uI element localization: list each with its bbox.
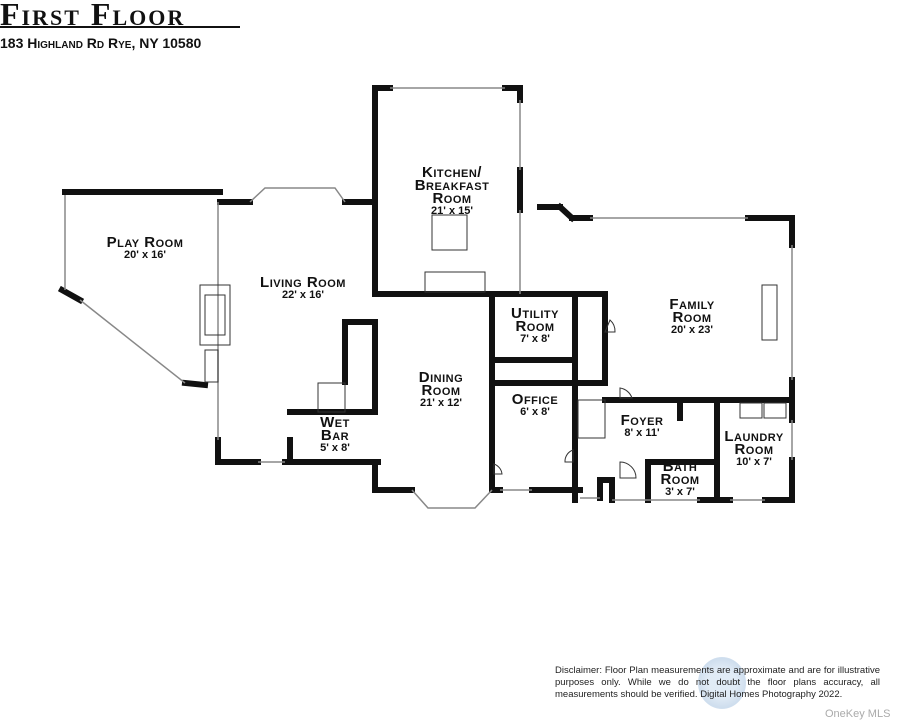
room-living-room: Living Room 22' x 16'	[260, 274, 346, 302]
room-name: Laundry Room	[724, 428, 784, 458]
watermark: OneKey MLS	[825, 708, 891, 720]
room-size: 20' x 23'	[671, 324, 713, 336]
room-name: Living Room	[260, 274, 346, 291]
room-size: 3' x 7'	[665, 486, 695, 498]
room-size: 10' x 7'	[736, 456, 772, 468]
room-name: Utility Room	[511, 305, 559, 335]
room-size: 8' x 11'	[624, 427, 660, 439]
room-size: 6' x 8'	[520, 406, 550, 418]
room-name: Foyer	[620, 412, 664, 429]
room-size: 22' x 16'	[282, 289, 324, 301]
room-size: 7' x 8'	[520, 333, 550, 345]
room-play-room: Play Room 20' x 16'	[106, 234, 184, 262]
room-foyer: Foyer 8' x 11'	[620, 412, 664, 440]
room-utility-room: Utility Room 7' x 8'	[495, 305, 575, 346]
room-size: 20' x 16'	[124, 249, 166, 261]
watermark-blob	[698, 657, 746, 709]
room-kitchen-breakfast: Kitchen/ Breakfast Room 21' x 15'	[395, 164, 510, 218]
room-laundry-room: Laundry Room 10' x 7'	[709, 428, 799, 469]
room-name: Kitchen/ Breakfast Room	[414, 164, 490, 207]
title-underline	[0, 26, 240, 28]
room-size: 5' x 8'	[320, 442, 350, 454]
room-bath-room: Bath Room 3' x 7'	[655, 458, 705, 499]
room-name: Play Room	[106, 234, 184, 251]
address: 183 Highland Rd Rye, NY 10580	[0, 35, 202, 51]
room-wet-bar: Wet Bar 5' x 8'	[310, 414, 360, 455]
windows	[64, 87, 793, 509]
room-name: Wet Bar	[320, 414, 350, 444]
room-size: 21' x 12'	[420, 397, 462, 409]
room-office: Office 6' x 8'	[511, 391, 559, 419]
fixtures	[199, 214, 787, 479]
room-name: Bath Room	[660, 458, 700, 488]
room-size: 21' x 15'	[431, 205, 473, 217]
room-dining-room: Dining Room 21' x 12'	[401, 369, 481, 410]
disclaimer: Disclaimer: Floor Plan measurements are …	[555, 665, 880, 700]
room-family-room: Family Room 20' x 23'	[652, 296, 732, 337]
room-name: Office	[511, 391, 559, 408]
room-name: Family Room	[669, 296, 715, 326]
room-name: Dining Room	[418, 369, 464, 399]
walls	[57, 85, 795, 503]
